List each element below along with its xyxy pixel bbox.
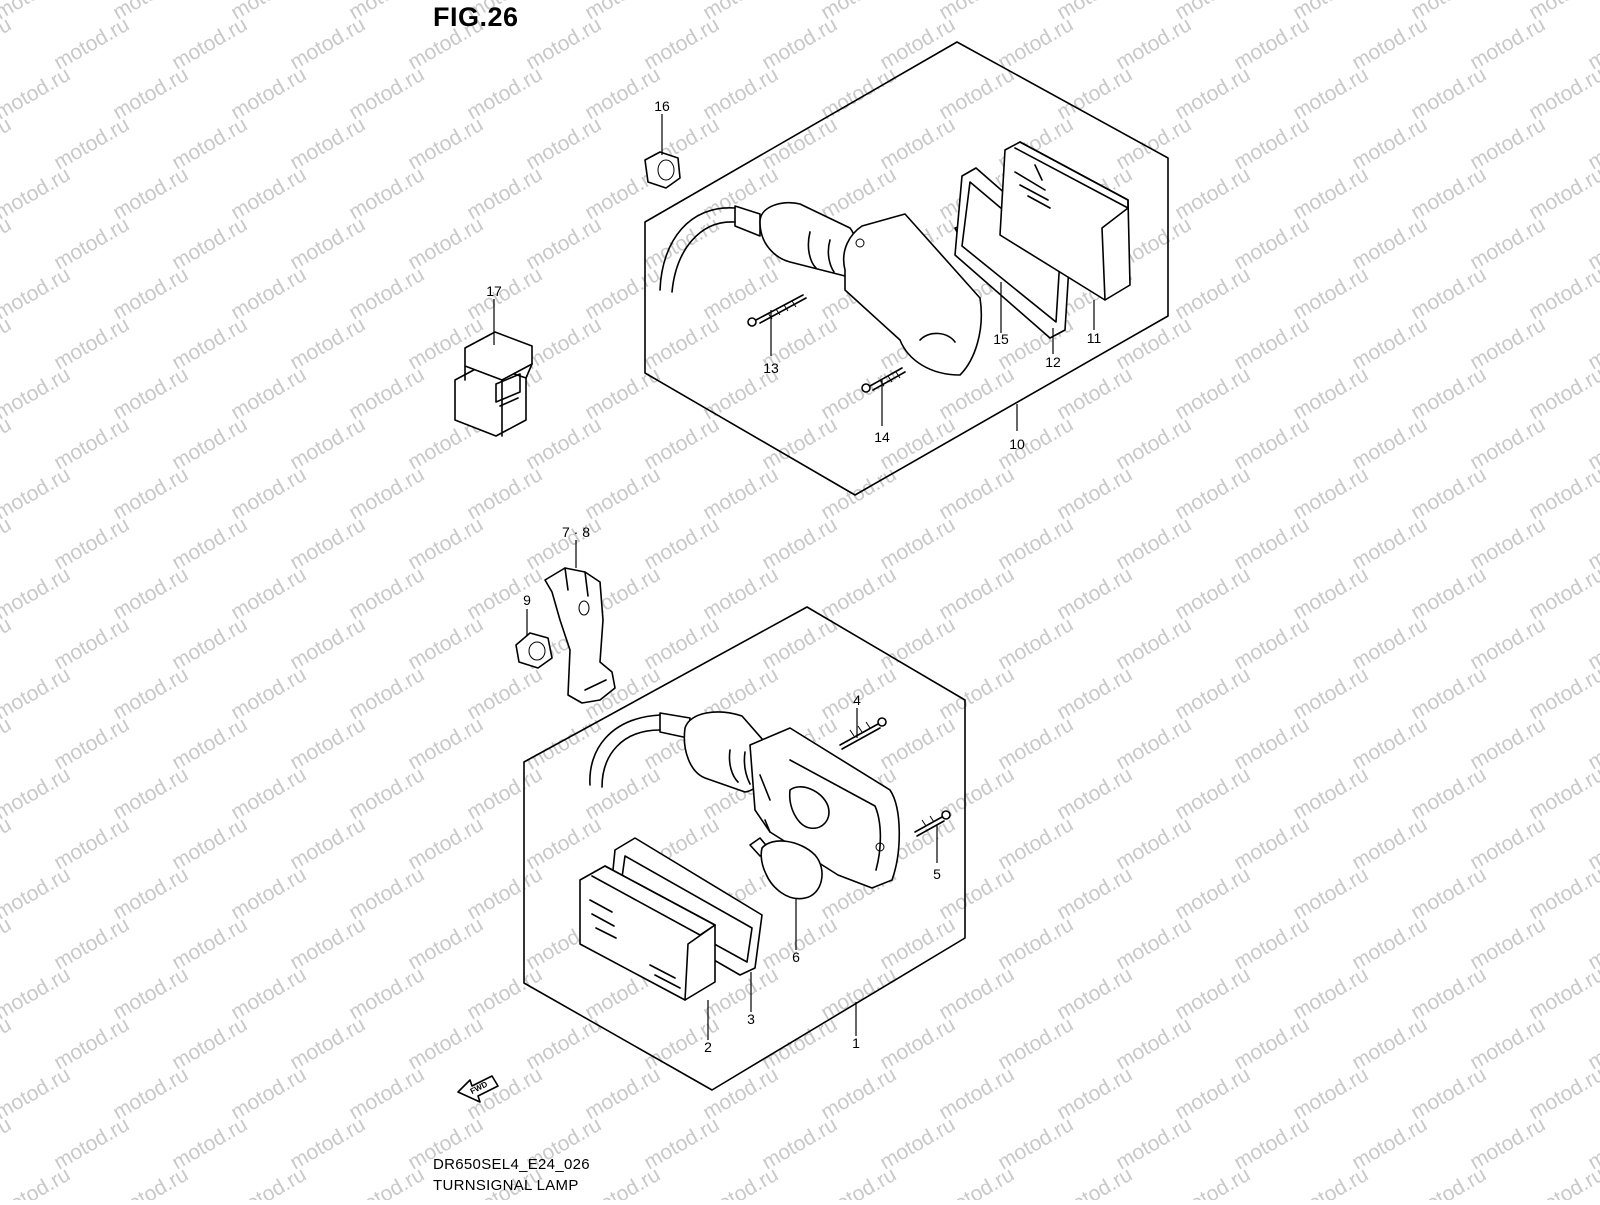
screw-5-icon (914, 810, 951, 837)
model-code: DR650SEL4_E24_026 (433, 1156, 590, 1173)
watermark-text: motod.ru (0, 1063, 74, 1124)
callout-9: 9 (523, 592, 531, 608)
watermark-text: motod.ru (0, 863, 74, 924)
callout-2: 2 (704, 1039, 712, 1055)
watermark-text: motod.ru (0, 913, 15, 974)
watermark-text: motod.ru (0, 463, 74, 524)
watermark-text: motod.ru (817, 1163, 900, 1200)
watermark-text: motod.ru (1053, 1163, 1136, 1200)
front-assembly-frame (523, 606, 966, 1091)
callout-15: 15 (993, 331, 1009, 347)
callout-12: 12 (1045, 354, 1061, 370)
watermark-text: motod.ru (935, 1163, 1018, 1200)
rear-assembly-frame (644, 41, 1169, 496)
nut-9-icon (515, 632, 553, 669)
leader-lines (493, 114, 1095, 1040)
watermark-text: motod.ru (0, 513, 15, 574)
watermark-text: motod.ru (0, 663, 74, 724)
screw-4-icon (839, 717, 887, 750)
callout-3: 3 (747, 1011, 755, 1027)
callout-4: 4 (853, 692, 861, 708)
watermark-text: motod.ru (0, 63, 74, 124)
callout-10: 10 (1009, 436, 1025, 452)
bulb-6-icon (749, 786, 830, 900)
callout-13: 13 (763, 360, 779, 376)
watermark-text: motod.ru (1407, 1163, 1490, 1200)
watermark-text: motod.ru (0, 1113, 15, 1174)
lens-11-icon (999, 141, 1131, 301)
callout-17: 17 (486, 283, 502, 299)
watermark-text: motod.ru (0, 413, 15, 474)
lens-2-icon (579, 865, 716, 1001)
watermark-text: motod.ru (0, 0, 74, 24)
callout-11: 11 (1087, 330, 1102, 346)
watermark-text: motod.ru (0, 163, 74, 224)
watermark-text: motod.ru (0, 1163, 74, 1200)
callout-6: 6 (792, 949, 800, 965)
watermark-text: motod.ru (699, 1163, 782, 1200)
watermark-text: motod.ru (0, 763, 74, 824)
nut-16-icon (644, 151, 681, 189)
watermark-text: motod.ru (1525, 1163, 1600, 1200)
callouts: 16 17 13 14 15 12 11 10 7 · 8 9 4 5 6 3 … (486, 98, 1101, 1055)
callout-5: 5 (933, 866, 941, 882)
watermark-text: motod.ru (0, 1013, 15, 1074)
figure-title: FIG.26 (433, 2, 519, 32)
watermark-text: motod.ru (0, 213, 15, 274)
callout-7-8: 7 · 8 (562, 524, 590, 540)
watermark-text: motod.ru (227, 1163, 310, 1200)
watermark-text: motod.ru (0, 963, 74, 1024)
watermark-text: motod.ru (0, 313, 15, 374)
watermark-text: motod.ru (0, 813, 15, 874)
rear-lamp-housing-icon (659, 201, 983, 376)
callout-16: 16 (654, 98, 670, 114)
watermark-text: motod.ru (0, 113, 15, 174)
watermark-text: motod.ru (0, 363, 74, 424)
callout-14: 14 (874, 429, 890, 445)
screw-13-icon (747, 294, 807, 327)
watermark-text: motod.ru (345, 1163, 428, 1200)
watermark-text: motod.ru (0, 13, 15, 74)
part-name: TURNSIGNAL LAMP (433, 1177, 579, 1194)
watermark-text: motod.ru (0, 613, 15, 674)
watermark-text: motod.ru (0, 263, 74, 324)
watermark-text: motod.ru (0, 563, 74, 624)
screw-14-icon (861, 367, 906, 393)
bracket-7-8-icon (544, 567, 616, 704)
watermark-text: motod.ru (109, 1163, 192, 1200)
relay-17-icon (454, 331, 533, 437)
watermark-text: motod.ru (0, 713, 15, 774)
watermark-text: motod.ru (581, 1163, 664, 1200)
watermark-text: motod.ru (1289, 1163, 1372, 1200)
callout-1: 1 (852, 1035, 860, 1051)
watermark-text: motod.ru (1171, 1163, 1254, 1200)
